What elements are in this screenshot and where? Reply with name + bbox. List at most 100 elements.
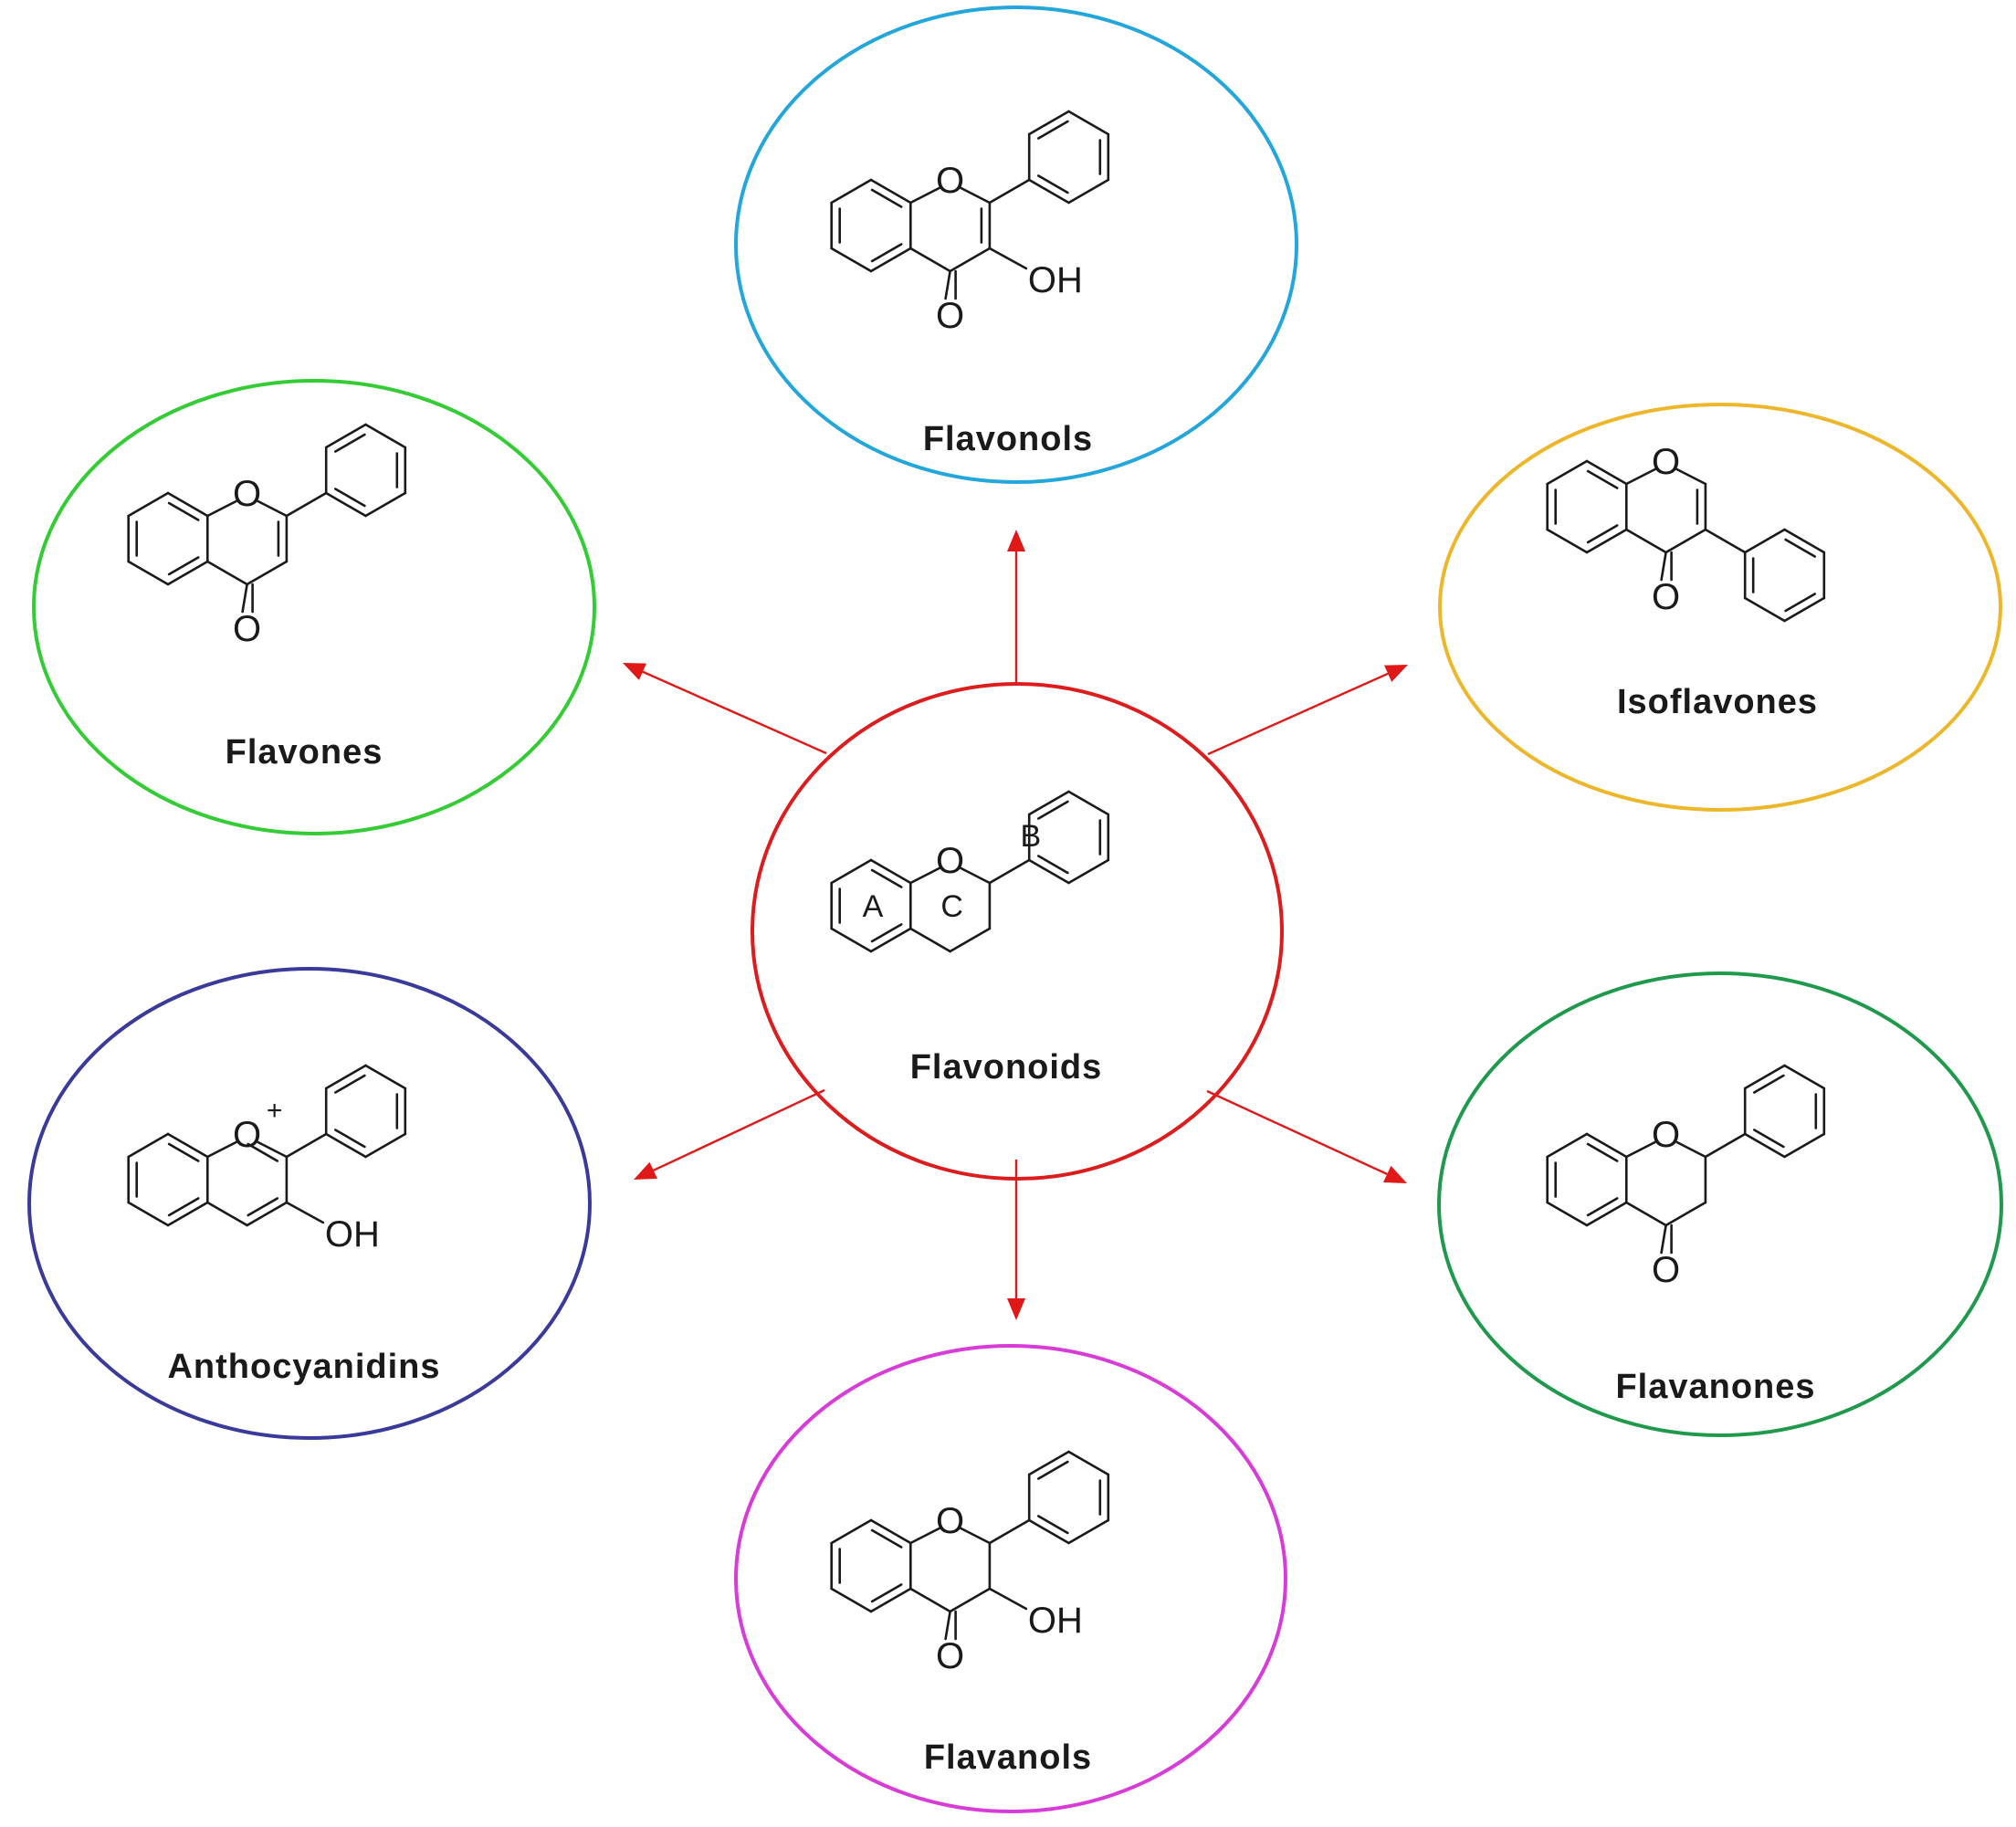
bond-line: [285, 491, 328, 518]
flavanone-structure: OO: [1546, 1064, 1826, 1290]
arrow-head: [1007, 1298, 1025, 1320]
bond-line: [127, 491, 170, 518]
bond-line: [1067, 1450, 1110, 1476]
bond-line: [1027, 858, 1070, 885]
flavanones-oval: [1437, 971, 2003, 1437]
oxygen-atom: O: [936, 161, 964, 201]
double-bond-line: [167, 556, 200, 576]
bond-line: [1704, 1132, 1747, 1159]
arrow-to-anthocyanidins: [634, 1088, 825, 1180]
bond-line: [830, 178, 873, 205]
double-bond-line: [870, 1583, 903, 1603]
bond-line: [1783, 596, 1826, 623]
flavanones-label: Flavanones: [1615, 1368, 1815, 1406]
double-bond-line: [1784, 593, 1816, 613]
bond-line: [944, 269, 951, 300]
bond-line: [1546, 1132, 1589, 1159]
arrow-head: [1384, 665, 1408, 682]
bond-line: [285, 1132, 328, 1159]
bond-line: [127, 560, 170, 586]
arrow-to-flavones: [623, 663, 827, 755]
arrow-head: [634, 1161, 657, 1180]
double-bond-line: [247, 1142, 279, 1162]
bond-line: [869, 927, 912, 953]
double-bond-line: [1586, 1142, 1619, 1162]
double-bond-line: [870, 1528, 903, 1549]
bond-line: [960, 186, 992, 205]
arrow-to-flavanones: [1206, 1089, 1407, 1183]
arrow-to-flavanols: [1007, 1160, 1025, 1320]
bond-line: [1743, 528, 1786, 554]
bond-line: [1664, 528, 1707, 554]
double-bond-line: [167, 1142, 200, 1162]
arrow-shaft: [653, 1088, 825, 1171]
carbonyl-oxygen: O: [1652, 1250, 1680, 1290]
bond-line: [988, 1587, 1028, 1611]
double-bond-line: [1753, 1129, 1785, 1149]
carbonyl-oxygen: O: [1652, 577, 1680, 617]
flavonoids-label: Flavonoids: [910, 1048, 1103, 1087]
arrow-head: [1007, 530, 1025, 551]
oxygen-atom: O: [1652, 442, 1680, 482]
bond-line: [1067, 110, 1110, 136]
bond-line: [869, 858, 912, 885]
positive-charge: +: [267, 1096, 283, 1126]
bond-line: [1625, 1140, 1656, 1159]
double-bond-line: [1586, 524, 1619, 544]
carbonyl-oxygen: O: [233, 609, 261, 649]
bond-line: [1704, 528, 1747, 554]
bond-line: [1585, 1132, 1628, 1159]
double-bond-line: [247, 1197, 279, 1217]
hydroxyl-group: OH: [325, 1214, 380, 1255]
bond-line: [1027, 1450, 1070, 1476]
double-bond-line: [1037, 1460, 1069, 1480]
arrow-head: [623, 663, 646, 680]
bond-line: [1067, 858, 1110, 885]
ring-label-a: A: [863, 889, 884, 924]
bond-line: [1027, 110, 1070, 136]
bond-line: [1743, 596, 1786, 623]
double-bond-line: [1037, 174, 1069, 194]
bond-line: [127, 1201, 170, 1227]
anthocyanidins-label: Anthocyanidins: [167, 1348, 440, 1386]
double-bond-line: [1037, 800, 1069, 820]
bond-line: [869, 178, 912, 205]
oxygen-atom: O: [936, 841, 964, 881]
bond-line: [246, 1201, 289, 1227]
bond-line: [909, 927, 951, 953]
bond-line: [324, 1064, 367, 1090]
bond-line: [1675, 1140, 1707, 1159]
arrow-head: [1383, 1165, 1407, 1183]
double-bond-line: [1037, 1515, 1069, 1535]
flavones-oval: [32, 379, 596, 835]
flavone-structure: OO: [127, 423, 407, 649]
bond-line: [1660, 551, 1667, 582]
anthocyanidins-oval: [27, 967, 592, 1440]
ring-label-b: B: [1021, 819, 1042, 854]
double-bond-line: [1037, 120, 1069, 140]
double-bond-line: [870, 243, 903, 263]
bond-line: [166, 1132, 209, 1159]
bond-line: [830, 858, 873, 885]
double-bond-line: [334, 1129, 366, 1149]
double-bond-line: [1037, 855, 1069, 875]
bond-line: [1783, 528, 1826, 554]
bond-line: [988, 1518, 1031, 1545]
arrow-shaft: [1207, 672, 1389, 756]
bond-line: [364, 1132, 407, 1159]
flavones-label: Flavones: [226, 733, 383, 772]
bond-line: [285, 1201, 325, 1224]
bond-line: [830, 1587, 873, 1613]
double-bond-line: [334, 1074, 366, 1094]
bond-line: [257, 1140, 289, 1159]
bond-line: [241, 583, 248, 614]
bond-line: [166, 491, 209, 518]
bond-line: [1675, 467, 1707, 486]
bond-line: [1546, 528, 1589, 554]
carbonyl-oxygen: O: [936, 296, 964, 336]
bond-line: [1585, 459, 1628, 486]
